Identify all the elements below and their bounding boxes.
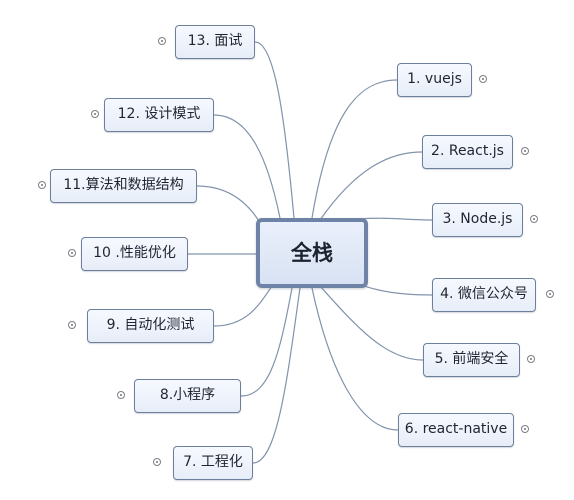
topic-node-13[interactable]: 13. 面试 xyxy=(175,25,255,59)
central-topic[interactable]: 全栈 xyxy=(256,218,368,288)
topic-node-9[interactable]: 9. 自动化测试 xyxy=(87,309,214,343)
connector-topic-13 xyxy=(254,41,295,219)
topic-node-10[interactable]: 10 .性能优化 xyxy=(81,237,188,271)
connector-topic-8 xyxy=(240,287,293,397)
expand-collapse-icon[interactable] xyxy=(546,290,554,298)
topic-node-12[interactable]: 12. 设计模式 xyxy=(104,98,214,132)
connector-topic-1 xyxy=(311,79,398,219)
expand-collapse-icon[interactable] xyxy=(158,37,166,45)
expand-collapse-icon[interactable] xyxy=(117,391,125,399)
connector-topic-12 xyxy=(213,114,281,219)
topic-node-8[interactable]: 8.小程序 xyxy=(134,379,241,413)
topic-node-2[interactable]: 2. React.js xyxy=(422,135,513,169)
connector-topic-5 xyxy=(319,285,424,361)
expand-collapse-icon[interactable] xyxy=(68,249,76,257)
expand-collapse-icon[interactable] xyxy=(68,321,76,329)
connector-topic-2 xyxy=(319,151,423,221)
expand-collapse-icon[interactable] xyxy=(530,215,538,223)
expand-collapse-icon[interactable] xyxy=(521,147,529,155)
topic-node-1[interactable]: 1. vuejs xyxy=(397,63,472,97)
topic-node-6[interactable]: 6. react-native xyxy=(398,413,514,447)
expand-collapse-icon[interactable] xyxy=(91,110,99,118)
connector-topic-6 xyxy=(311,287,399,431)
expand-collapse-icon[interactable] xyxy=(153,458,161,466)
expand-collapse-icon[interactable] xyxy=(38,181,46,189)
expand-collapse-icon[interactable] xyxy=(479,75,487,83)
topic-node-7[interactable]: 7. 工程化 xyxy=(173,446,253,480)
expand-collapse-icon[interactable] xyxy=(527,355,535,363)
topic-node-4[interactable]: 4. 微信公众号 xyxy=(432,278,536,312)
topic-node-11[interactable]: 11.算法和数据结构 xyxy=(50,169,197,203)
expand-collapse-icon[interactable] xyxy=(521,425,529,433)
connector-topic-7 xyxy=(252,287,301,464)
topic-node-3[interactable]: 3. Node.js xyxy=(432,203,523,237)
connector-topic-11 xyxy=(196,185,263,227)
topic-node-5[interactable]: 5. 前端安全 xyxy=(423,343,520,377)
